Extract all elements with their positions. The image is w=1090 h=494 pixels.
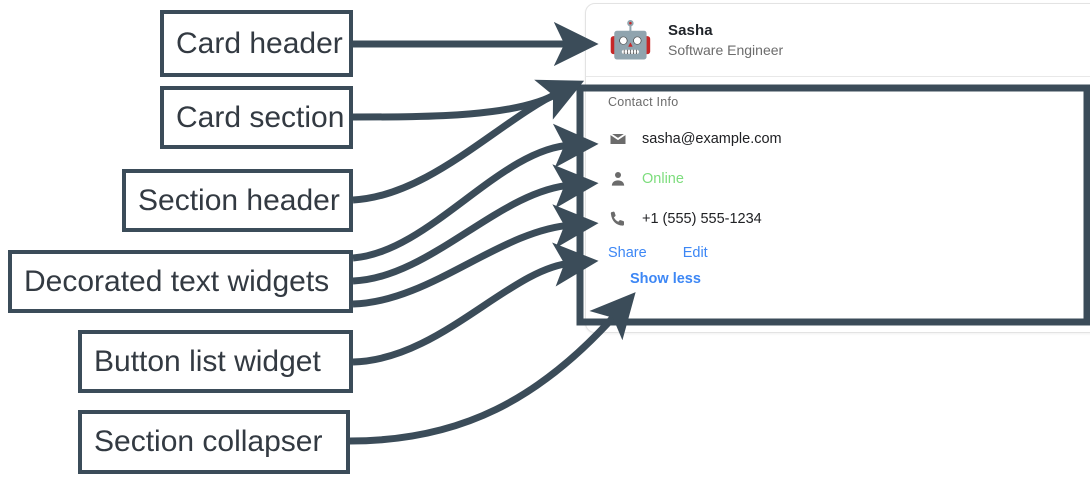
callout-card-header: Card header — [160, 10, 353, 77]
card-divider — [586, 76, 1090, 77]
decorated-text-value-email: sasha@example.com — [642, 131, 782, 147]
card-header-title: Sasha — [668, 22, 713, 39]
callout-section-collapser-label: Section collapser — [94, 425, 323, 458]
decorated-text-value-phone: +1 (555) 555-1234 — [642, 211, 762, 227]
callout-button-list-widget: Button list widget — [78, 330, 353, 393]
person-icon — [608, 169, 642, 189]
card-section: Contact Info sasha@example.com — [586, 77, 1090, 287]
phone-icon — [608, 209, 642, 229]
edit-button[interactable]: Edit — [682, 245, 708, 261]
arrow-button-list — [352, 242, 599, 366]
card-header: 🤖 Sasha Software Engineer — [586, 4, 1090, 62]
callout-section-collapser: Section collapser — [78, 410, 350, 474]
callout-card-section: Card section — [160, 86, 353, 149]
card-header-subtitle: Software Engineer — [668, 42, 784, 58]
envelope-icon — [608, 129, 642, 149]
callout-decorated-text-widgets: Decorated text widgets — [8, 250, 353, 313]
button-list-widget: Share Edit — [608, 245, 1090, 261]
decorated-text-widget-status: Online — [608, 165, 1090, 193]
arrow-decorated-text-phone — [352, 204, 599, 308]
callout-section-header: Section header — [122, 169, 353, 232]
section-header: Contact Info — [608, 95, 679, 109]
profile-card: 🤖 Sasha Software Engineer Contact Info s… — [585, 3, 1090, 333]
arrow-section-collapser — [349, 292, 636, 445]
section-collapser-button[interactable]: Show less — [630, 271, 701, 287]
arrow-card-section — [352, 88, 562, 121]
arrow-section-header — [352, 79, 585, 204]
decorated-text-widget-email: sasha@example.com — [608, 125, 1090, 153]
robot-icon: 🤖 — [608, 19, 653, 60]
callout-card-header-label: Card header — [176, 26, 343, 60]
share-button[interactable]: Share — [608, 245, 647, 261]
decorated-text-value-status: Online — [642, 171, 684, 187]
arrow-decorated-text-status — [352, 164, 599, 285]
card-header-texts: Sasha Software Engineer — [668, 22, 783, 58]
callout-section-header-label: Section header — [138, 183, 340, 217]
decorated-text-widget-phone: +1 (555) 555-1234 — [608, 205, 1090, 233]
callout-card-section-label: Card section — [176, 100, 345, 134]
callout-decorated-text-widgets-label: Decorated text widgets — [24, 264, 330, 298]
callout-button-list-widget-label: Button list widget — [94, 344, 321, 378]
arrow-decorated-text-email — [352, 123, 599, 262]
